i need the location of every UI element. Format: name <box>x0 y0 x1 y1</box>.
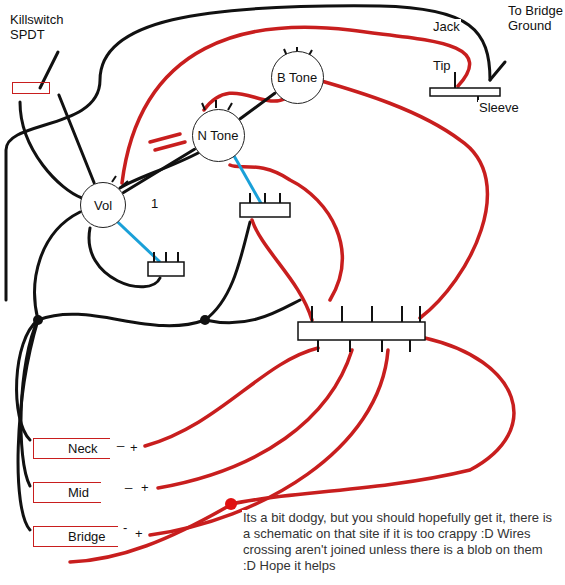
label-holder: Sleeve <box>478 100 520 115</box>
pickup-terminal: Mid <box>33 482 101 503</box>
label-holder: + <box>129 440 139 455</box>
annotation: - <box>122 520 128 535</box>
switches <box>148 88 500 340</box>
annotation: _ <box>116 432 125 447</box>
ground-wires <box>6 6 505 530</box>
annotation: + <box>134 526 144 541</box>
node-text: Neck <box>68 441 98 456</box>
label-holder: _ <box>116 432 125 447</box>
potentiometer: N Tone <box>192 109 245 162</box>
label-holder: - <box>122 520 128 535</box>
label-holder: + <box>134 526 144 541</box>
node-text: N Tone <box>198 128 239 143</box>
pickup-terminal: Neck <box>33 438 110 459</box>
node-text: Mid <box>68 485 89 500</box>
wire-connector <box>240 93 275 118</box>
label-holder: Jack <box>432 19 461 34</box>
potentiometer: Vol <box>80 182 126 228</box>
wire-connector <box>124 149 195 192</box>
annotation: Jack <box>432 19 461 34</box>
signal-wires <box>70 27 514 562</box>
pickup-terminal: Bridge <box>33 526 118 547</box>
label-holder: + <box>140 480 150 495</box>
node-text: B Tone <box>277 70 317 85</box>
wire-connector <box>59 95 94 183</box>
annotation: + <box>140 480 150 495</box>
note-text: Its a bit dodgy, but you should hopefull… <box>242 510 560 574</box>
annotation: Tip <box>432 58 452 73</box>
solder-blob <box>225 498 237 510</box>
label-holder: Its a bit dodgy, but you should hopefull… <box>242 510 560 574</box>
annotation: _ <box>124 474 133 489</box>
switch-body <box>12 82 50 94</box>
node-text: Vol <box>94 198 112 213</box>
annotation: To Bridge Ground <box>507 3 565 33</box>
node-text: Killswitch SPDT <box>10 12 74 42</box>
label-holder: _ <box>124 474 133 489</box>
node-text: Bridge <box>68 529 106 544</box>
push-pull-shafts <box>105 140 262 262</box>
annotation: Sleeve <box>478 100 520 115</box>
lugs <box>112 47 478 352</box>
label-holder: To Bridge Ground <box>507 3 565 33</box>
killswitch-spdt: Killswitch SPDT <box>10 12 74 94</box>
potentiometer: B Tone <box>271 51 324 104</box>
label-holder: 1 <box>150 196 159 211</box>
solder-blobs <box>33 315 210 325</box>
annotation: 1 <box>150 196 159 211</box>
label-holder: Tip <box>432 58 452 73</box>
annotation: + <box>129 440 139 455</box>
